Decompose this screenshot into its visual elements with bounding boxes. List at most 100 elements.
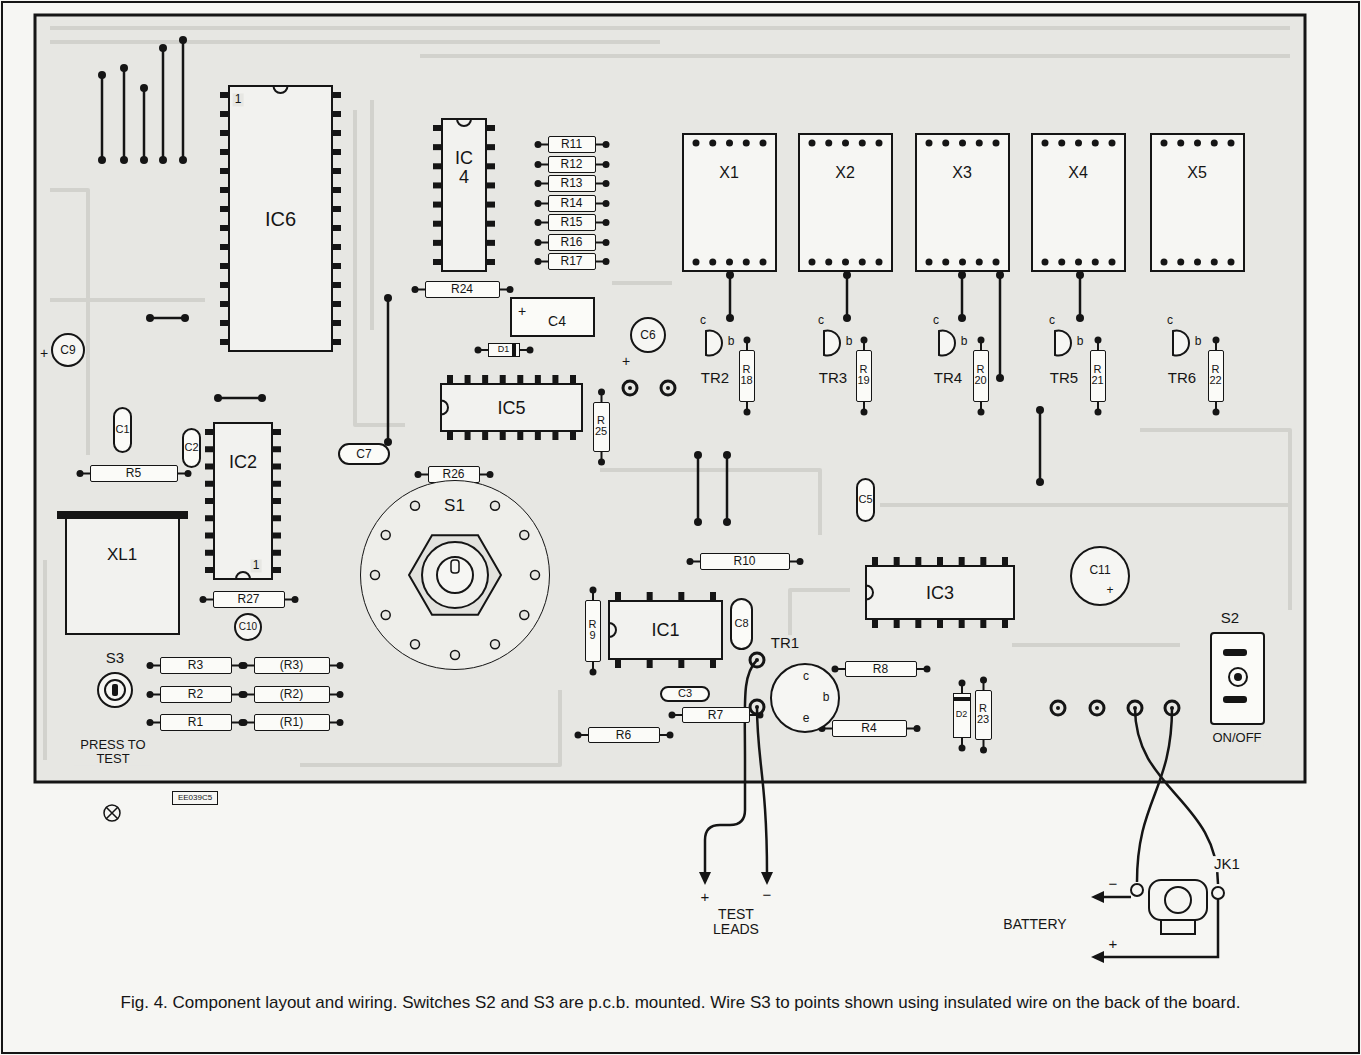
component-label: (R3)	[280, 659, 303, 672]
round-component: C11+	[1070, 546, 1130, 606]
component-label: +	[1106, 584, 1113, 597]
solder-pad	[996, 374, 1004, 382]
component-label: ON/OFF	[1210, 731, 1263, 745]
ic-pin	[710, 660, 716, 668]
terminal-pad	[1090, 701, 1104, 715]
copper-trace	[50, 26, 1290, 30]
component-label: IC3	[926, 583, 954, 602]
wire-link	[1039, 410, 1042, 482]
wire	[1102, 896, 1131, 899]
solder-pad	[667, 732, 674, 739]
display-pin	[959, 140, 966, 147]
display-pin	[709, 259, 716, 266]
ic-pin	[433, 125, 441, 131]
wire-link	[101, 75, 104, 160]
solder-pad	[744, 337, 751, 344]
pin-label: +	[1107, 936, 1120, 953]
display-module: X5	[1150, 133, 1245, 272]
solder-pad	[179, 36, 187, 44]
resistor: R 22	[1208, 350, 1224, 402]
display-module: X2	[798, 133, 893, 272]
ic-pin	[205, 446, 213, 452]
solder-pad	[861, 337, 868, 344]
component-label: R17	[560, 255, 582, 268]
component-outline	[1125, 872, 1230, 937]
solder-pad	[384, 294, 392, 302]
component-label: R 19	[858, 364, 870, 387]
arrow-head	[699, 872, 711, 885]
solder-pad	[120, 156, 128, 164]
component-label: R2	[188, 688, 203, 701]
wire-link	[726, 455, 729, 522]
component-label: R11	[561, 138, 582, 151]
copper-trace	[612, 281, 672, 285]
solder-pad	[535, 161, 542, 168]
resistor: R 25	[593, 402, 610, 452]
ic-pin	[500, 432, 506, 440]
ic-pin	[487, 125, 495, 131]
pin-label: b	[844, 335, 855, 348]
copper-trace	[370, 100, 374, 330]
round-component: C10	[234, 613, 262, 641]
display-pin	[1058, 259, 1065, 266]
component-label: S1	[444, 497, 465, 515]
ic-pin	[205, 550, 213, 556]
ic-pin	[433, 182, 441, 188]
ic-pin	[894, 620, 900, 628]
solder-pad	[146, 314, 154, 322]
component-outline	[441, 118, 487, 272]
display-pin	[926, 259, 933, 266]
solder-pad	[598, 459, 605, 466]
component-outline	[1150, 133, 1245, 272]
pin-label: TEST LEADS	[705, 907, 767, 938]
switch-position-hole	[490, 639, 499, 648]
solder-pad	[598, 389, 605, 396]
component-label: TR3	[817, 370, 849, 386]
component-outline	[818, 330, 842, 356]
wire-link	[961, 275, 964, 318]
wire-link	[143, 88, 146, 160]
ic-notch	[274, 86, 288, 93]
ic-pin	[220, 301, 228, 307]
solder-pad	[527, 347, 534, 354]
solder-pad	[744, 409, 751, 416]
ic-pin	[433, 240, 441, 246]
component-label: R13	[560, 177, 582, 190]
ic-pin	[273, 567, 281, 573]
solder-pad	[535, 219, 542, 226]
pin-label: b	[821, 691, 832, 704]
component-label: TR5	[1048, 370, 1080, 386]
component-label: X1	[719, 165, 739, 182]
component-label: R 25	[595, 415, 608, 438]
solder-pad	[1036, 406, 1044, 414]
solder-pad	[535, 200, 542, 207]
ic-pin	[487, 202, 495, 208]
ic-pin	[205, 498, 213, 504]
solder-pad	[978, 409, 985, 416]
display-module: X3	[915, 133, 1010, 272]
ic-pin	[333, 320, 341, 326]
pin-label: b	[1193, 335, 1204, 348]
resistor: R 20	[973, 350, 989, 402]
component-label: R24	[451, 283, 473, 296]
ic-notch	[441, 401, 448, 415]
capacitor: C1	[113, 407, 132, 453]
crystal: XL1	[65, 515, 180, 635]
solder-pad	[694, 451, 702, 459]
component-label: TR1	[769, 635, 801, 651]
wire-link	[729, 275, 732, 318]
jack-lug	[1131, 884, 1143, 896]
solder-pad	[1076, 314, 1084, 322]
solder-pad	[475, 347, 482, 354]
ic-pin	[710, 592, 716, 600]
jack-tab	[1161, 920, 1195, 934]
pin-label: e	[801, 712, 812, 725]
display-pin	[1042, 259, 1049, 266]
pin-label: c	[801, 670, 811, 683]
slide-switch: S2ON/OFF	[1210, 632, 1265, 725]
solder-pad	[575, 732, 582, 739]
wire	[1137, 708, 1172, 882]
ic-pin	[615, 660, 621, 668]
